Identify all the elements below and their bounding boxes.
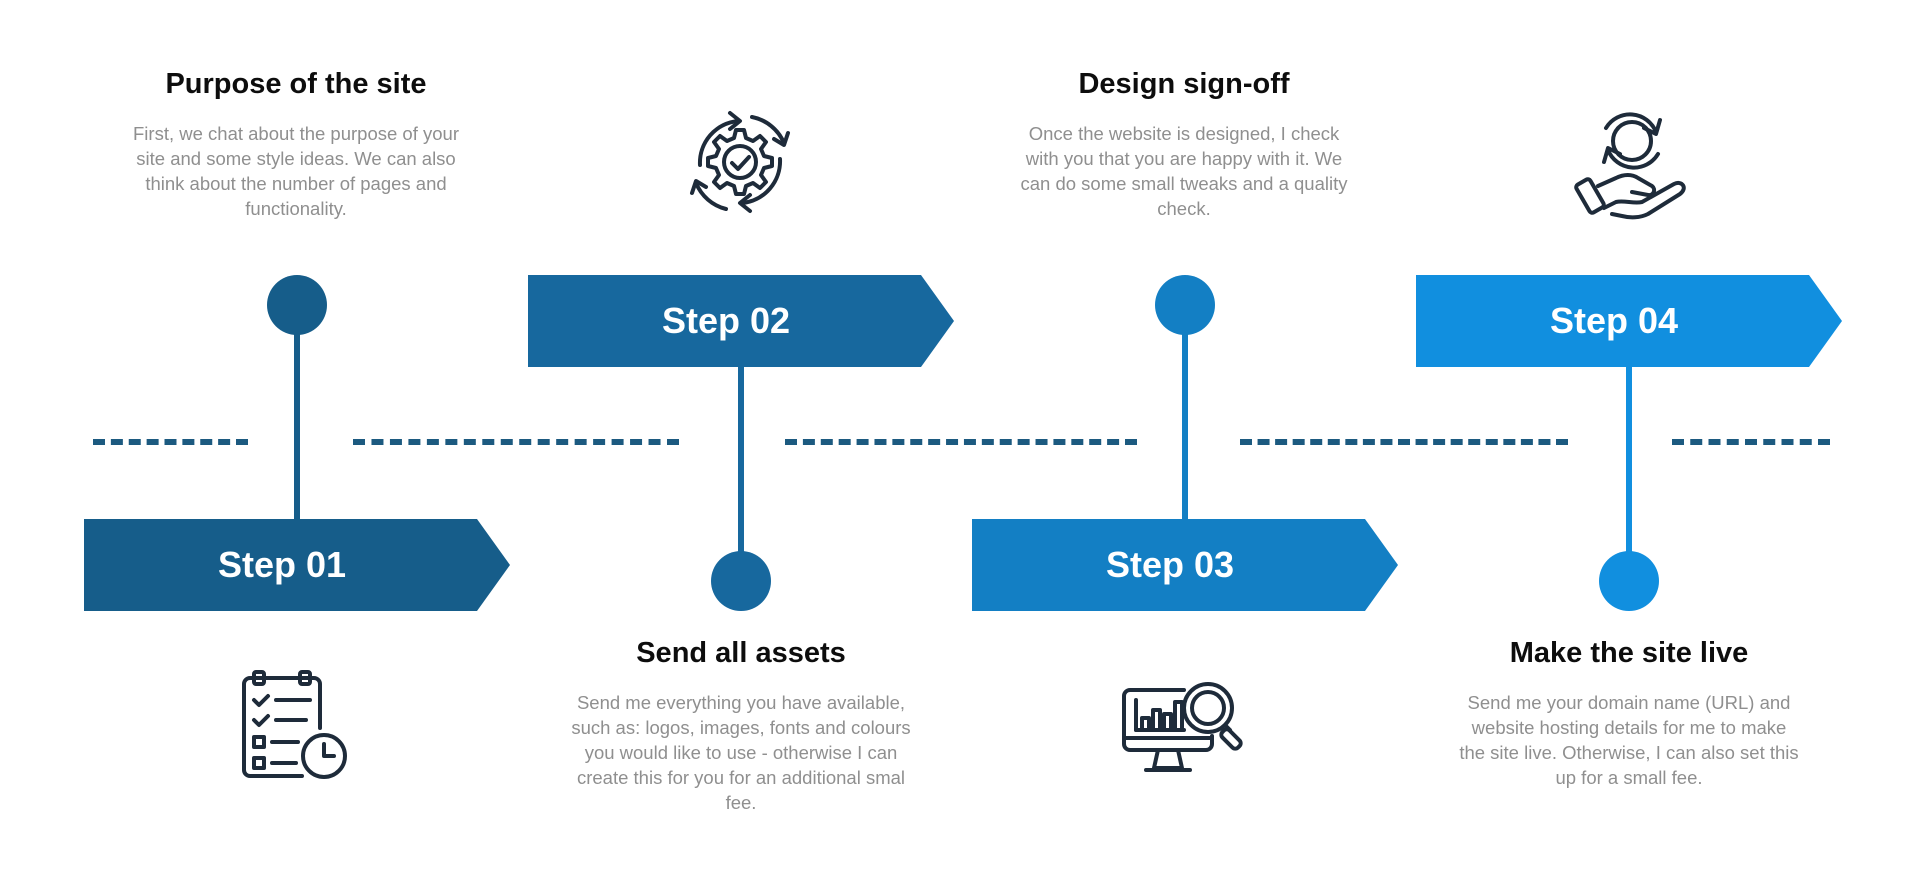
timeline-dash-1 — [93, 439, 248, 445]
step-02-banner: Step 02 — [528, 275, 954, 367]
step-04-title: Make the site live — [1509, 637, 1749, 669]
step-02-marker — [711, 551, 771, 611]
timeline-dash-3 — [785, 439, 1137, 445]
step-03-connector — [1182, 300, 1188, 522]
step-04-banner: Step 04 — [1416, 275, 1842, 367]
step-03-label: Step 03 — [1105, 544, 1235, 585]
timeline-dash-4 — [1240, 439, 1568, 445]
step-02-label: Step 02 — [661, 300, 791, 341]
step-01-banner: Step 01 — [84, 519, 510, 611]
hand-refresh-icon — [1574, 104, 1688, 224]
step-01-marker — [267, 275, 327, 335]
step-01-connector — [294, 300, 300, 522]
step-04-marker — [1599, 551, 1659, 611]
step-03-title: Design sign-off — [1078, 68, 1290, 100]
step-02-title: Send all assets — [636, 637, 846, 669]
monitor-analytics-search-icon — [1122, 676, 1244, 780]
timeline-dash-5 — [1672, 439, 1830, 445]
step-02-description: Send me everything you have available, s… — [571, 692, 911, 813]
gear-cycle-check-icon — [680, 103, 800, 223]
step-01-label: Step 01 — [217, 544, 347, 585]
step-03-marker — [1155, 275, 1215, 335]
step-04-connector — [1626, 366, 1632, 582]
step-04-description: Send me your domain name (URL) and websi… — [1459, 692, 1799, 788]
clipboard-checklist-clock-icon — [240, 670, 350, 782]
timeline-dash-2 — [353, 439, 679, 445]
step-03-banner: Step 03 — [972, 519, 1398, 611]
step-01-description: First, we chat about the purpose of your… — [133, 123, 459, 219]
step-03-description: Once the website is designed, I check wi… — [1020, 123, 1348, 219]
step-04-label: Step 04 — [1549, 300, 1679, 341]
step-01-title: Purpose of the site — [165, 68, 427, 100]
step-02-connector — [738, 366, 744, 582]
